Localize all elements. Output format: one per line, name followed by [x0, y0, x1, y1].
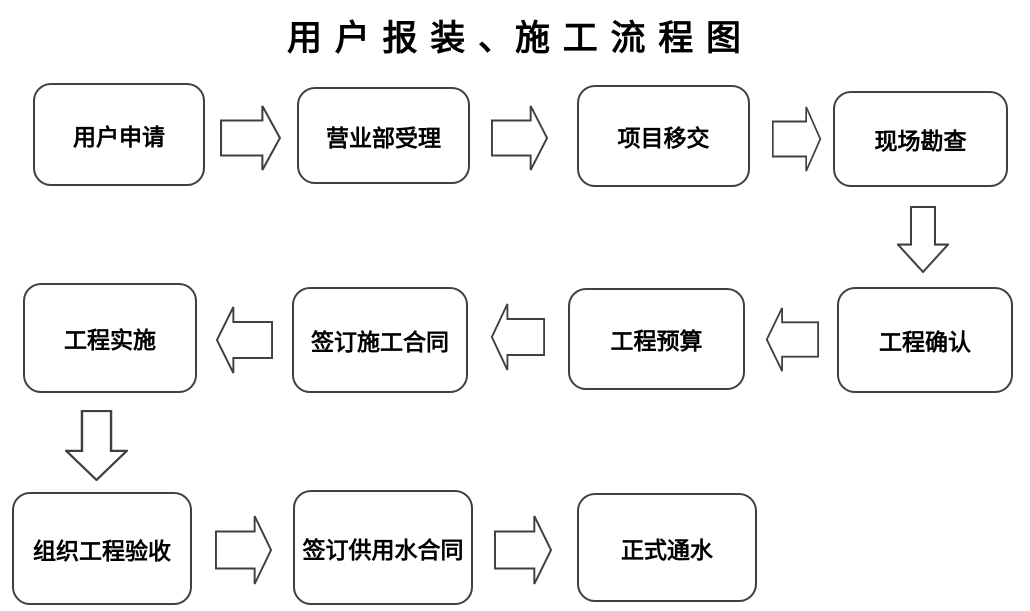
- node-business-dept-acceptance: 营业部受理: [297, 87, 470, 184]
- node-label: 正式通水: [621, 537, 713, 563]
- node-label: 现场勘查: [874, 129, 967, 154]
- node-label: 用户申请: [73, 124, 165, 150]
- node-label: 营业部受理: [326, 125, 441, 151]
- arrow-right-icon: [491, 104, 549, 172]
- arrow-right-icon: [215, 514, 273, 586]
- arrow-right-icon: [494, 514, 553, 586]
- page-title: 用 户 报 装 、施 工 流 程 图: [286, 19, 743, 58]
- arrow-left-icon: [215, 305, 273, 375]
- arrow-down-icon: [65, 410, 128, 481]
- node-project-budget: 工程预算: [568, 288, 745, 390]
- arrow-down-icon: [897, 206, 949, 273]
- node-label: 签订供用水合同: [302, 537, 464, 563]
- node-label: 工程确认: [879, 330, 971, 355]
- arrow-right-icon: [772, 105, 822, 173]
- node-user-application: 用户申请: [33, 83, 205, 186]
- node-site-survey: 现场勘查: [833, 91, 1008, 187]
- node-label: 工程预算: [610, 329, 703, 354]
- node-project-handover: 项目移交: [577, 85, 750, 187]
- node-project-confirmation: 工程确认: [837, 287, 1013, 393]
- node-sign-construction-contract: 签订施工合同: [292, 287, 468, 393]
- node-label: 组织工程验收: [33, 538, 171, 564]
- arrow-right-icon: [220, 104, 282, 172]
- node-label: 工程实施: [64, 328, 156, 353]
- node-sign-water-supply-contract: 签订供用水合同: [293, 490, 473, 605]
- node-project-implementation: 工程实施: [23, 283, 197, 393]
- arrow-left-icon: [765, 306, 819, 373]
- arrow-left-icon: [490, 302, 545, 372]
- node-official-water-supply: 正式通水: [577, 493, 757, 602]
- node-label: 签订施工合同: [311, 330, 449, 355]
- node-label: 项目移交: [617, 126, 710, 151]
- node-organize-acceptance: 组织工程验收: [12, 492, 192, 605]
